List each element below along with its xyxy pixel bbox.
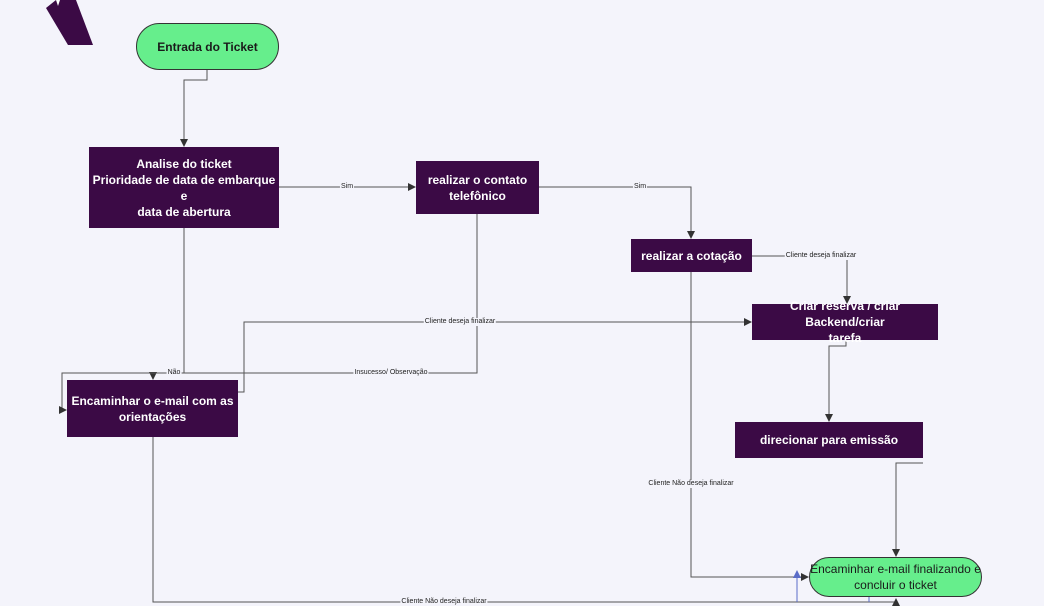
contato-label: realizar o contato telefônico [427, 172, 528, 203]
edge-emissao-fim[interactable] [892, 462, 923, 557]
analise-box[interactable]: Analise do ticket Prioridade de data de … [89, 147, 279, 228]
edge-reserva-emissao[interactable] [825, 340, 847, 422]
edge-cotacao-reserva[interactable] [752, 255, 851, 304]
edge-contato-cotacao[interactable] [539, 186, 695, 239]
edge-encaminhar-fim[interactable] [152, 437, 900, 606]
contato-box[interactable]: realizar o contato telefônico [416, 161, 539, 214]
edge-label-encaminhar-finalizar: Cliente deseja finalizar [423, 318, 497, 326]
reserva-box[interactable]: Criar reserva / criar Backend/criar tare… [752, 299, 938, 345]
edge-start-analise[interactable] [180, 70, 208, 147]
edge-label-cotacao-finalizar: Cliente deseja finalizar [784, 252, 858, 260]
analise-label: Analise do ticket Prioridade de data de … [92, 156, 276, 219]
edge-label-encaminhar-nao-finalizar: Cliente Não deseja finalizar [400, 598, 488, 606]
start-terminal[interactable]: Entrada do Ticket [136, 23, 279, 70]
cotacao-box[interactable]: realizar a cotação [631, 239, 752, 272]
edge-encaminhar-reserva[interactable] [238, 318, 752, 393]
edge-label-cotacao-nao-finalizar: Cliente Não deseja finalizar [647, 480, 735, 488]
cotacao-label: realizar a cotação [641, 248, 742, 263]
edge-label-analise-sim: Sim [339, 183, 355, 191]
edge-label-contato-insucesso: Insucesso/ Observação [353, 369, 429, 377]
edge-label-contato-sim: Sim [632, 183, 648, 191]
edge-analise-encaminhar[interactable] [149, 228, 185, 380]
fim-label: Encaminhar e-mail finalizando e concluir… [810, 562, 981, 592]
fim-terminal[interactable]: Encaminhar e-mail finalizando e concluir… [809, 557, 982, 597]
edge-label-analise-nao: Não [166, 369, 182, 377]
encaminhar-box[interactable]: Encaminhar o e-mail com as orientações [67, 380, 238, 437]
logo-icon [46, 0, 93, 45]
emissao-box[interactable]: direcionar para emissão [735, 422, 923, 458]
emissao-label: direcionar para emissão [759, 433, 899, 447]
edge-cotacao-fim[interactable] [690, 272, 809, 581]
start-label: Entrada do Ticket [157, 39, 258, 54]
encaminhar-label: Encaminhar o e-mail com as orientações [71, 393, 234, 424]
reserva-label: Criar reserva / criar Backend/criar tare… [789, 299, 901, 345]
